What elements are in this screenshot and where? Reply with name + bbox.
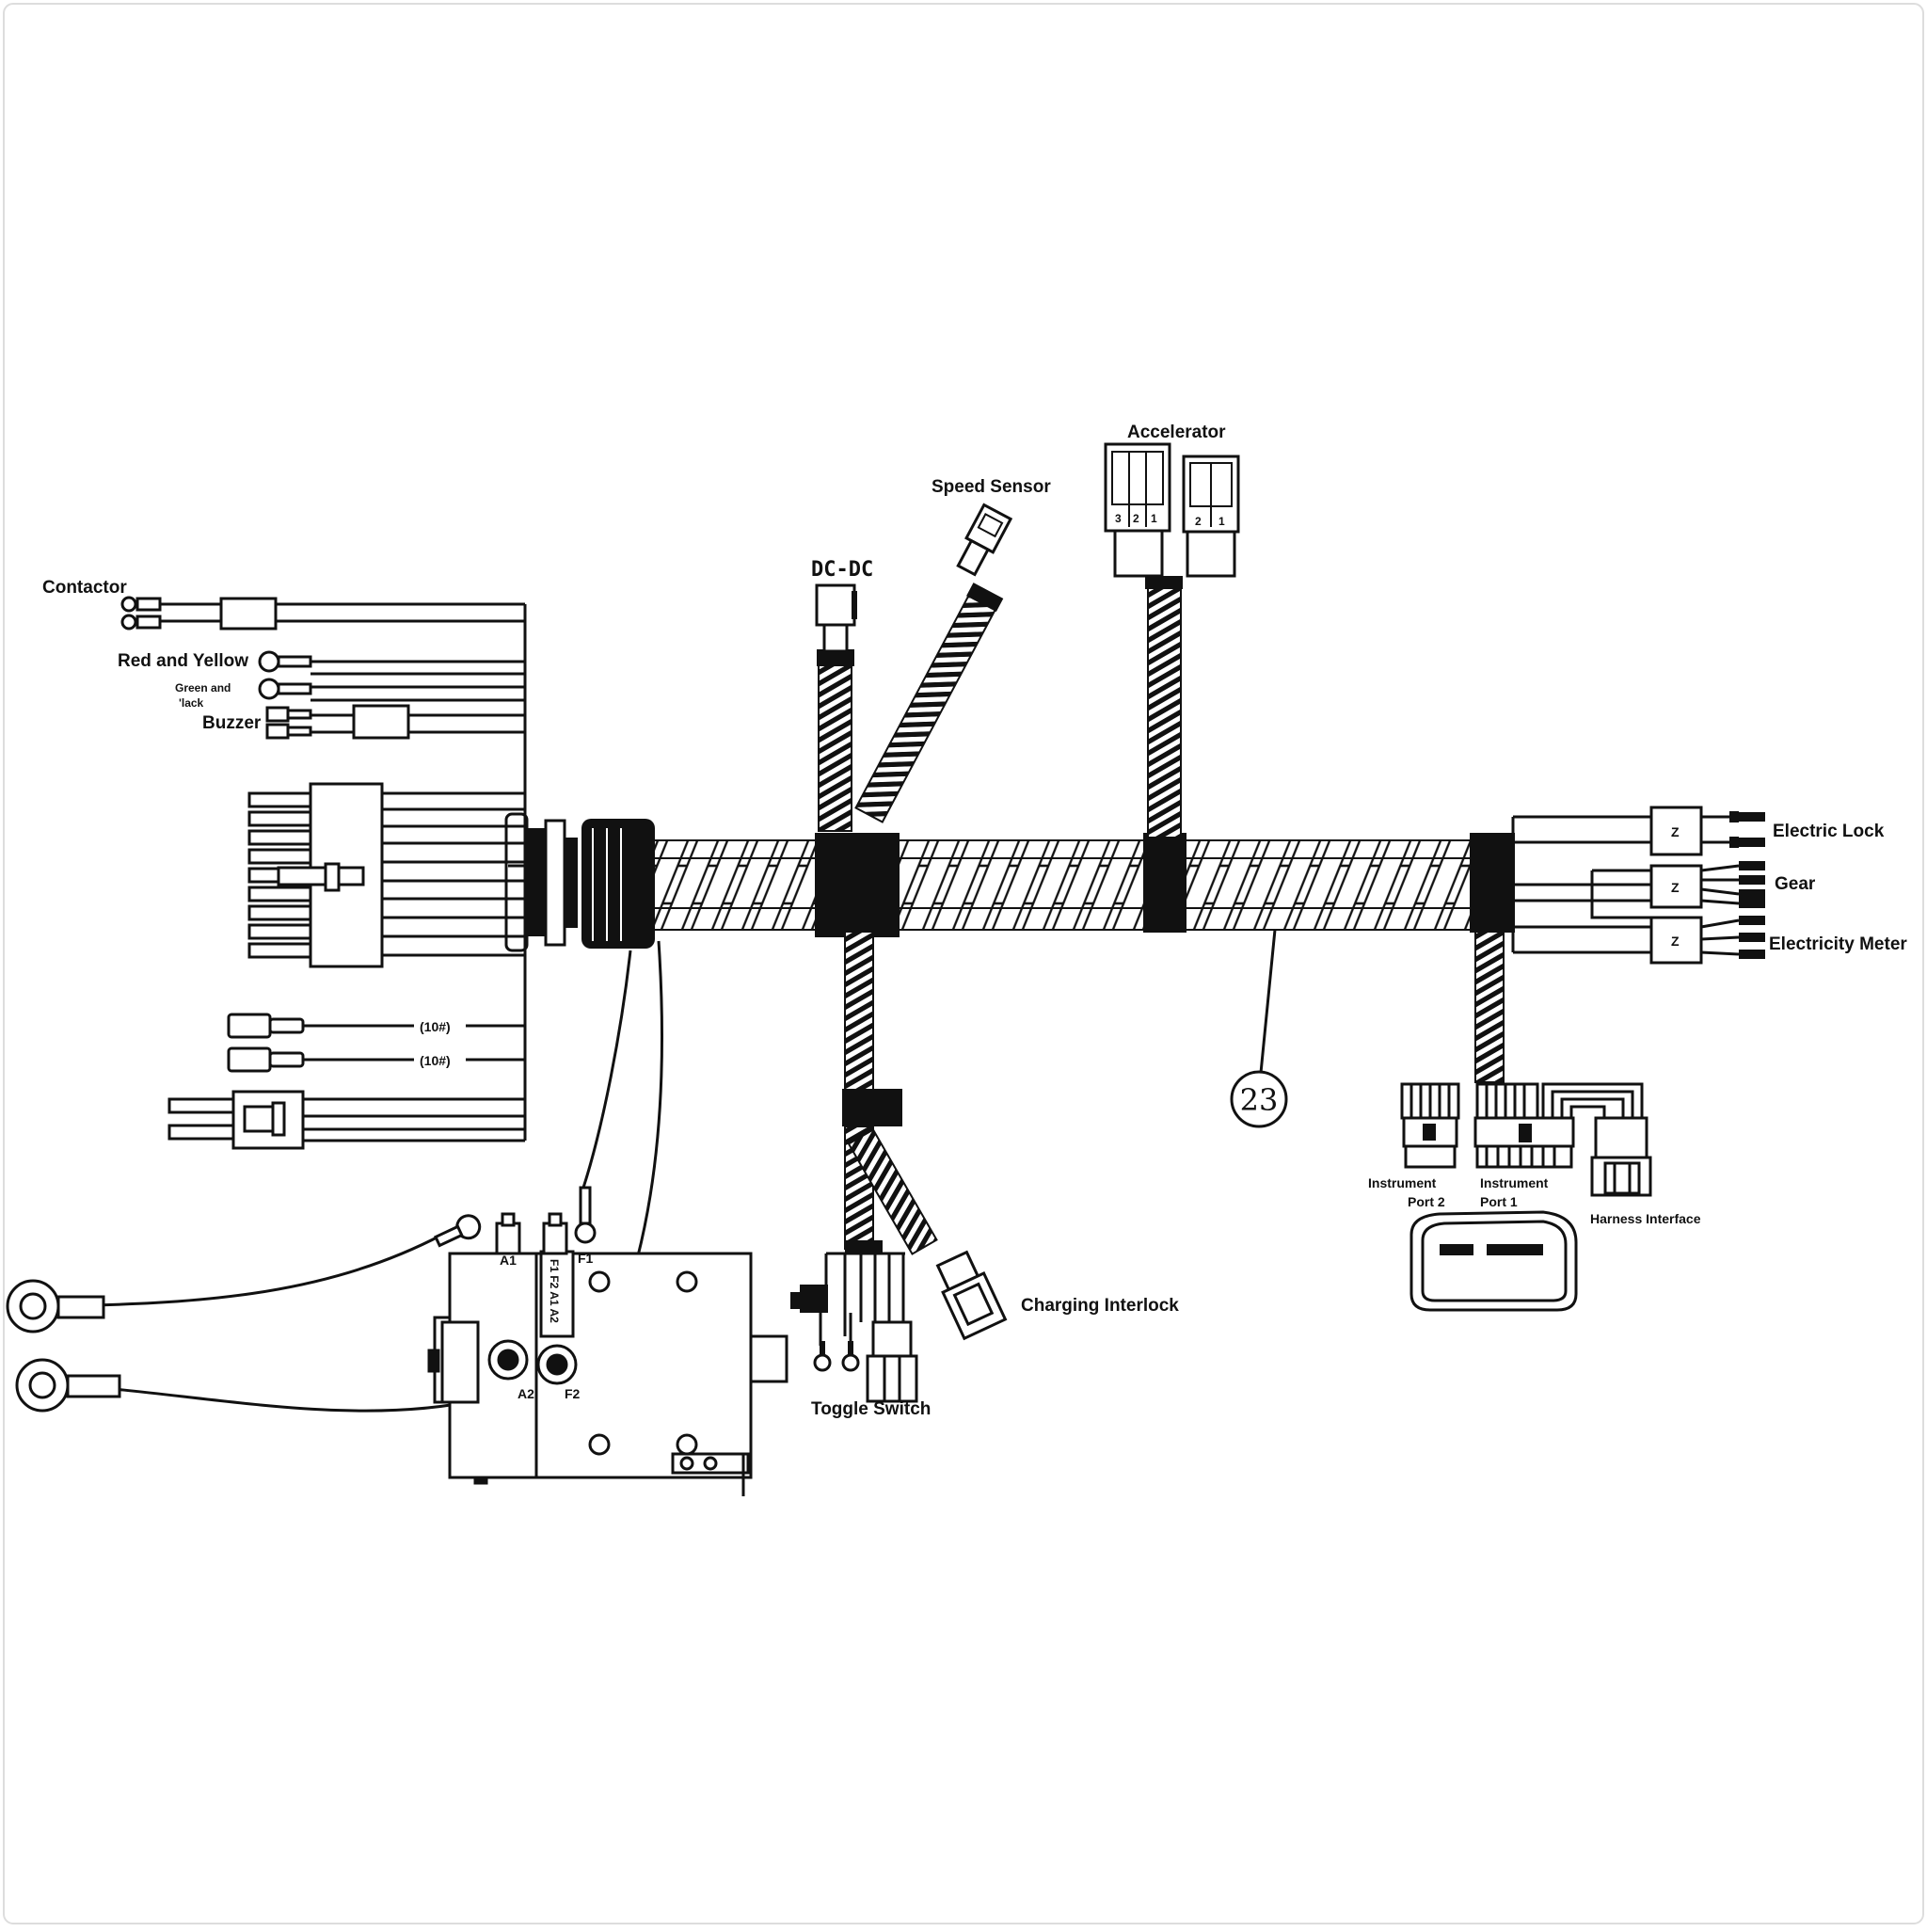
left-branch-wires — [160, 602, 527, 1142]
gear-label: Gear — [1775, 874, 1816, 894]
terminal-a2-label: A2 — [518, 1386, 534, 1401]
terminal-a1-label: A1 — [500, 1253, 517, 1268]
trunk-clamp-2 — [1143, 833, 1186, 933]
instrument-port-2-label-2: Port 2 — [1408, 1194, 1445, 1209]
dc-dc-label: DC-DC — [811, 558, 873, 582]
trunk-clamp-3 — [1470, 833, 1515, 933]
speed-sensor-branch — [854, 503, 1013, 823]
speed-sensor-label: Speed Sensor — [932, 477, 1051, 497]
terminal-f1-label: F1 — [578, 1251, 594, 1266]
right-terminals — [1729, 811, 1765, 959]
contactor-label: Contactor — [42, 578, 127, 598]
bottom-left-connector — [167, 1090, 305, 1150]
electricity-meter-label: Electricity Meter — [1769, 934, 1907, 954]
wire-10-label-b: (10#) — [420, 1053, 451, 1068]
instrument-port-1-label-1: Instrument — [1480, 1175, 1549, 1190]
callout-23 — [1230, 929, 1288, 1128]
acc-pin-2b: 2 — [1195, 515, 1202, 528]
instrument-port-1-label-2: Port 1 — [1480, 1194, 1518, 1209]
terminal-f2-label: F2 — [565, 1386, 581, 1401]
acc-pin-1: 1 — [1151, 512, 1157, 525]
main-harness-trunk — [648, 839, 1473, 931]
toggle-switch-label: Toggle Switch — [811, 1399, 931, 1419]
ring-terminals-left — [258, 650, 312, 700]
harness-interface-label: Harness Interface — [1590, 1211, 1701, 1226]
buzzer-label: Buzzer — [202, 713, 262, 733]
bulkhead-grommet — [504, 812, 655, 952]
trunk-clamp-1 — [815, 833, 900, 937]
callout-number: 23 — [1240, 1082, 1279, 1118]
green-and-black-label-1: Green and — [175, 681, 231, 695]
z-block-2: Z — [1671, 880, 1680, 895]
terminals-10 — [227, 1013, 305, 1073]
electric-lock-label: Electric Lock — [1773, 822, 1885, 841]
motor-plate-label: F1 F2 A1 A2 — [548, 1259, 561, 1323]
acc-pin-2: 2 — [1133, 512, 1139, 525]
accelerator-label: Accelerator — [1127, 423, 1226, 442]
main-multipin-connector — [247, 782, 384, 968]
buzzer-connector — [265, 704, 410, 740]
instrument-port-2-label-1: Instrument — [1368, 1175, 1437, 1190]
contactor-terminals — [120, 596, 278, 631]
page-border — [3, 3, 1924, 1924]
wire-10-label-a: (10#) — [420, 1019, 451, 1034]
z-block-3: Z — [1671, 934, 1680, 949]
acc-pin-1b: 1 — [1218, 515, 1225, 528]
instrument-panel — [1409, 1210, 1578, 1312]
right-z-blocks — [1649, 806, 1703, 965]
dc-dc-branch — [815, 583, 857, 832]
motor-body — [427, 1212, 788, 1496]
z-block-1: Z — [1671, 824, 1680, 839]
instrument-branch — [1400, 931, 1652, 1197]
red-and-yellow-label: Red and Yellow — [118, 651, 248, 671]
green-and-black-label-2: 'lack — [179, 696, 204, 710]
lower-center-branch — [790, 931, 1008, 1403]
accelerator-branch — [1104, 442, 1240, 838]
charging-interlock-label: Charging Interlock — [1021, 1296, 1179, 1316]
right-side-wires — [1511, 815, 1740, 956]
acc-pin-3: 3 — [1115, 512, 1122, 525]
